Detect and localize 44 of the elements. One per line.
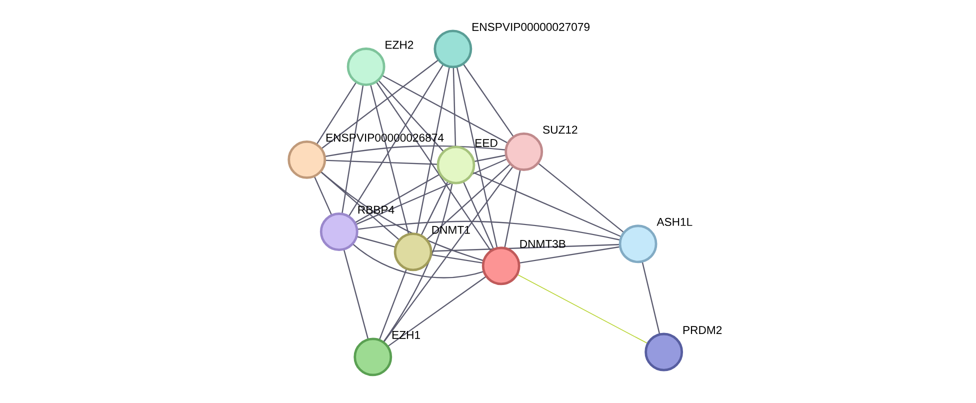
interaction-line [504,168,522,250]
interaction-line [416,66,450,236]
interaction-line [341,84,364,216]
node-label: ENSPVIP00000027079 [472,23,590,31]
interaction-line [324,160,439,166]
interaction-line [430,254,484,264]
interaction-line [319,170,401,242]
interaction-line [536,162,626,234]
interaction-line [354,173,442,224]
interaction-line [420,180,449,237]
interaction-line [430,244,621,252]
interaction-line [425,162,512,241]
node-label: PRDM2 [683,326,722,334]
interaction-line [320,58,440,150]
node-label: ASH1L [656,218,692,226]
interaction-line [641,260,660,336]
interaction-line [319,170,485,262]
interaction-line [348,63,444,218]
node-label: DNMT3B [520,240,566,248]
interaction-line [456,66,498,250]
interaction-line [375,80,492,252]
interaction-line [472,154,508,162]
interaction-line [342,248,370,341]
interaction-line [313,175,333,216]
interaction-line [471,171,623,238]
interaction-line [382,165,514,344]
interaction-line [324,145,507,158]
interaction-line [378,268,408,342]
interaction-line [382,182,454,344]
node-label: EED [476,139,498,147]
interaction-line [518,246,622,264]
interaction-line [370,83,410,236]
interaction-line [462,62,515,138]
interaction-line [355,236,397,248]
interaction-line [452,66,456,148]
interaction-line [380,74,510,144]
interaction-line [351,242,486,278]
interaction-line [356,220,622,241]
interaction-line [462,180,495,251]
node-label: EZH2 [386,40,414,49]
interaction-line [516,274,650,344]
interaction-line [386,275,488,348]
node-label: SUZ12 [543,126,578,134]
interaction-line [316,80,358,146]
